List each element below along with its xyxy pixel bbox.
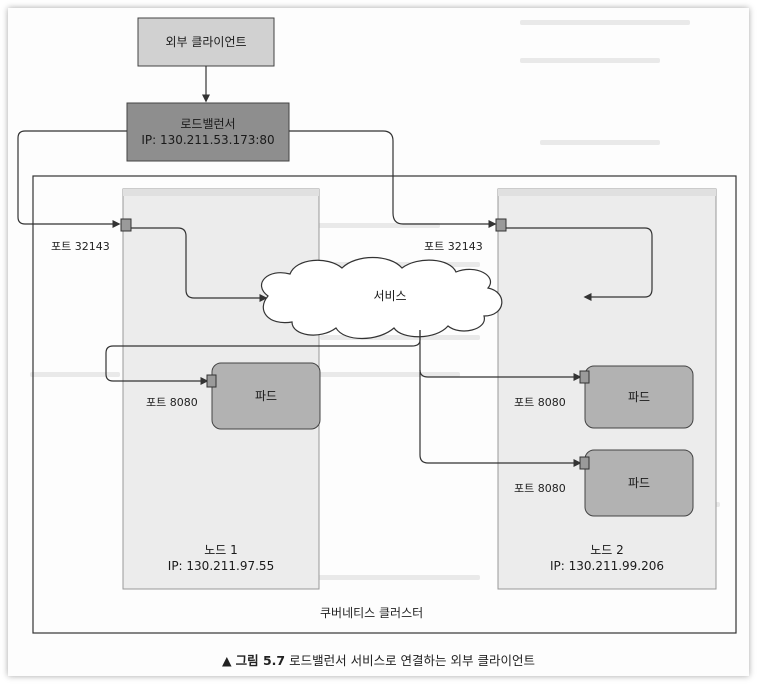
- node1-ip: IP: 130.211.97.55: [167, 559, 275, 573]
- cluster-boundary: [32, 175, 737, 634]
- node2-port-label: 포트 32143: [424, 240, 483, 253]
- figure-caption: ▲ 그림 5.7 로드밸런서 서비스로 연결하는 외부 클라이언트: [0, 650, 757, 669]
- caption-marker: ▲: [222, 653, 232, 668]
- service-to-pod-node1: [105, 330, 421, 385]
- caption-figure-number: 그림 5.7: [235, 653, 286, 668]
- pod-label-node2-b: 파드: [585, 450, 693, 516]
- pod1-port-square: [206, 374, 217, 388]
- pod-text: 파드: [627, 476, 651, 490]
- pod3-port-square: [579, 456, 590, 470]
- service-text: 서비스: [373, 289, 407, 303]
- pod2-port-label: 포트 8080: [514, 396, 566, 409]
- lb-to-node2-port: [289, 130, 497, 228]
- pod-text: 파드: [627, 390, 651, 404]
- pod-label-node1: 파드: [212, 363, 320, 429]
- node1-port-to-service: [131, 227, 268, 302]
- node1-port-square: [120, 218, 132, 232]
- service-cloud: [261, 257, 503, 339]
- pod-box-node1: [211, 362, 321, 430]
- service-label: 서비스: [330, 284, 450, 308]
- node2-ip: IP: 130.211.99.206: [549, 559, 665, 573]
- cluster-label: 쿠버네티스 클러스터: [320, 606, 424, 620]
- external-client-text: 외부 클라이언트: [165, 35, 247, 49]
- load-balancer-ip: IP: 130.211.53.173:80: [141, 133, 275, 147]
- pod-label-node2-a: 파드: [585, 366, 693, 428]
- load-balancer-title: 로드밸런서: [180, 117, 236, 131]
- service-to-pod-node2-b: [419, 370, 582, 467]
- node1-name: 노드 1: [204, 543, 238, 557]
- lb-to-node1-port: [17, 130, 127, 228]
- node1-port-label: 포트 32143: [51, 240, 110, 253]
- node1-label: 노드 1 IP: 130.211.97.55: [123, 540, 319, 576]
- pod2-port-square: [579, 370, 590, 384]
- load-balancer-label: 로드밸런서 IP: 130.211.53.173:80: [127, 103, 289, 161]
- node2-port-to-service: [504, 227, 653, 301]
- node2-port-square: [495, 218, 507, 232]
- pod-box-node2-b: [584, 449, 694, 517]
- pod-text: 파드: [254, 389, 278, 403]
- load-balancer-box: [126, 102, 290, 162]
- external-client-box: [137, 17, 275, 67]
- node2-name: 노드 2: [590, 543, 624, 557]
- pod-box-node2-a: [584, 365, 694, 429]
- caption-text: 로드밸런서 서비스로 연결하는 외부 클라이언트: [289, 653, 535, 668]
- node2-label: 노드 2 IP: 130.211.99.206: [498, 540, 716, 576]
- external-client-label: 외부 클라이언트: [138, 18, 274, 66]
- pod1-port-label: 포트 8080: [146, 396, 198, 409]
- pod3-port-label: 포트 8080: [514, 482, 566, 495]
